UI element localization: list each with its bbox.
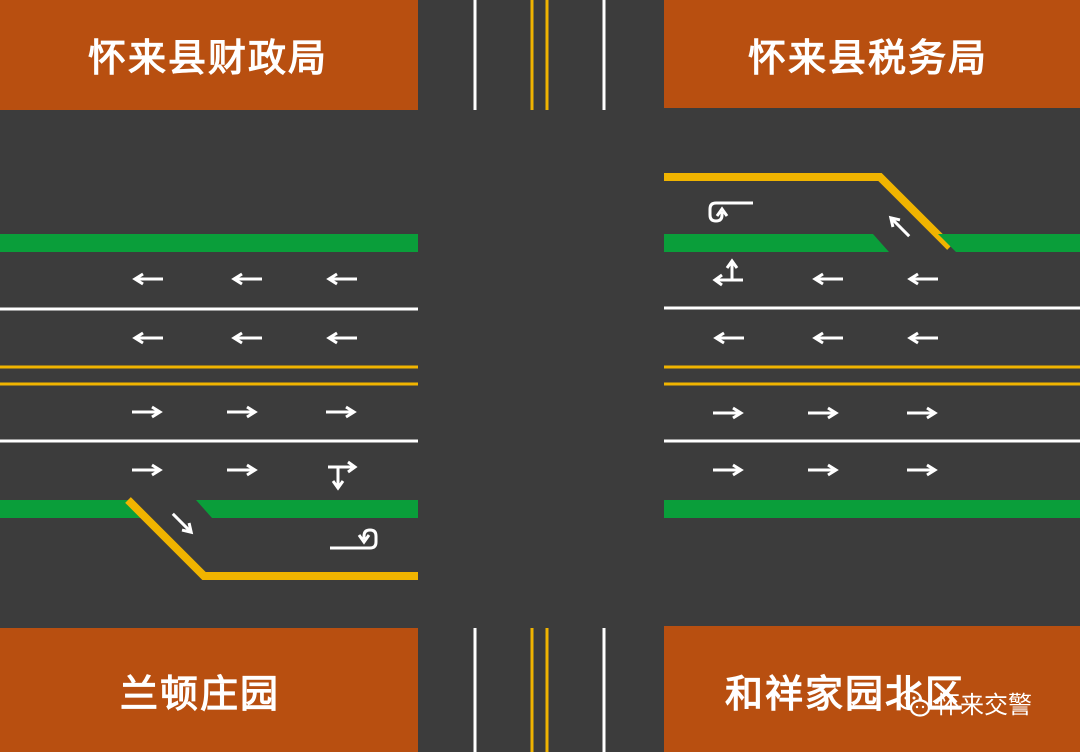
west-approach-markings [0,234,418,580]
west-turn-bay-edge [125,497,418,580]
u-turn-arrow-icon [330,528,378,550]
west-median-top [0,234,418,252]
label-finance-bureau: 怀来县财政局 [88,36,328,80]
label-tax-bureau: 怀来县税务局 [748,36,988,80]
block-top-left [0,0,418,110]
wechat-icon [897,689,931,717]
diagonal-down-right-arrow-icon [171,512,194,535]
east-median-top-left [664,234,889,252]
south-approach-markings [473,628,606,752]
west-median-bottom-left [0,500,146,518]
label-landun-manor: 兰顿庄园 [120,672,280,716]
block-bottom-left [0,628,418,752]
watermark: 怀来交警 [897,689,1032,719]
west-median-bottom-right [196,500,418,518]
u-turn-arrow-icon [708,201,753,223]
diagonal-up-left-arrow-icon [888,215,911,238]
block-top-right [664,0,1080,108]
left-or-straight-arrow-icon [712,258,743,287]
east-approach-markings [664,173,1080,518]
north-approach-markings [473,0,606,110]
straight-or-right-arrow-icon [328,460,358,491]
east-turn-bay-edge [664,173,953,250]
watermark-text: 怀来交警 [936,691,1032,719]
block-bottom-right [664,626,1080,752]
east-median-top-right [938,234,1080,252]
east-median-bottom [664,500,1080,518]
